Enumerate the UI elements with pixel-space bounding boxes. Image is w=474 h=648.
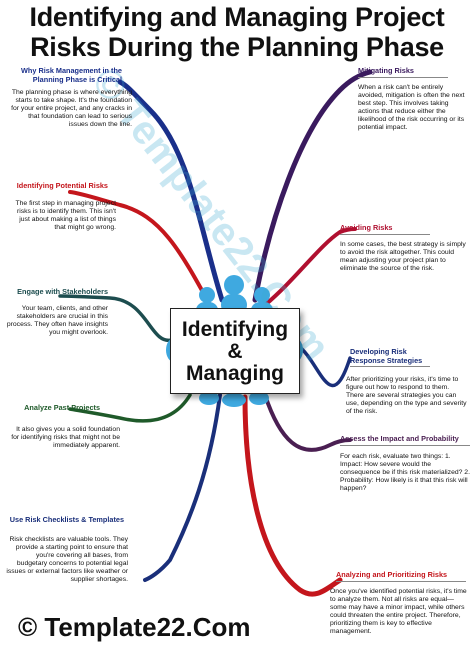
- center-line-2: &: [227, 340, 243, 363]
- topic-heading-past-projects: Analyze Past Projects: [24, 403, 100, 412]
- topic-heading-stakeholders: Engage with Stakeholders: [17, 287, 108, 296]
- center-line-1: Identifying: [181, 318, 289, 341]
- topic-body-analyzing: Once you've identified potential risks, …: [330, 588, 467, 635]
- topic-body-mitigating: When a risk can't be entirely avoided, m…: [358, 84, 465, 131]
- branch-past-projects: [68, 393, 192, 423]
- topic-body-why-risk: The planning phase is where everything s…: [11, 89, 132, 128]
- branch-analyzing: [242, 394, 343, 597]
- center-topic-box: Identifying & Managing: [170, 308, 300, 394]
- topic-heading-why-risk: Why Risk Management in the Planning Phas…: [21, 66, 122, 84]
- branch-identifying: [68, 190, 212, 307]
- topic-heading-analyzing: Analyzing and Prioritizing Risks: [336, 570, 466, 582]
- branch-stakeholders: [58, 294, 174, 342]
- topic-heading-response: Developing Risk Response Strategies: [350, 347, 430, 367]
- footer-copyright: © Template22.Com: [18, 612, 251, 642]
- title-line-1: Identifying and Managing Project: [29, 2, 445, 32]
- topic-body-avoiding: In some cases, the best strategy is simp…: [340, 241, 466, 272]
- page-title: Identifying and Managing Project Risks D…: [0, 2, 474, 62]
- topic-body-stakeholders: Your team, clients, and other stakeholde…: [6, 305, 108, 336]
- topic-heading-assess: Assess the Impact and Probability: [340, 434, 470, 446]
- branch-checklists: [143, 393, 222, 582]
- topic-heading-mitigating: Mitigating Risks: [358, 66, 448, 78]
- topic-body-identifying: The first step in managing project risks…: [15, 200, 117, 231]
- branch-avoiding: [263, 227, 357, 307]
- topic-body-assess: For each risk, evaluate two things: 1. I…: [340, 453, 470, 492]
- topic-heading-identifying: Identifying Potential Risks: [16, 181, 108, 190]
- center-line-3: Managing: [186, 362, 284, 385]
- branch-why-risk: [117, 79, 225, 303]
- topic-heading-avoiding: Avoiding Risks: [340, 223, 430, 235]
- title-line-2: Risks During the Planning Phase: [30, 32, 444, 62]
- topic-body-past-projects: It also gives you a solid foundation for…: [11, 426, 120, 449]
- branch-response: [295, 343, 352, 388]
- branch-assess: [263, 393, 352, 452]
- topic-body-response: After prioritizing your risks, it's time…: [346, 376, 467, 415]
- topic-heading-checklists: Use Risk Checklists & Templates: [9, 515, 124, 524]
- topic-body-checklists: Risk checklists are valuable tools. They…: [6, 536, 128, 583]
- branch-mitigating: [252, 69, 373, 303]
